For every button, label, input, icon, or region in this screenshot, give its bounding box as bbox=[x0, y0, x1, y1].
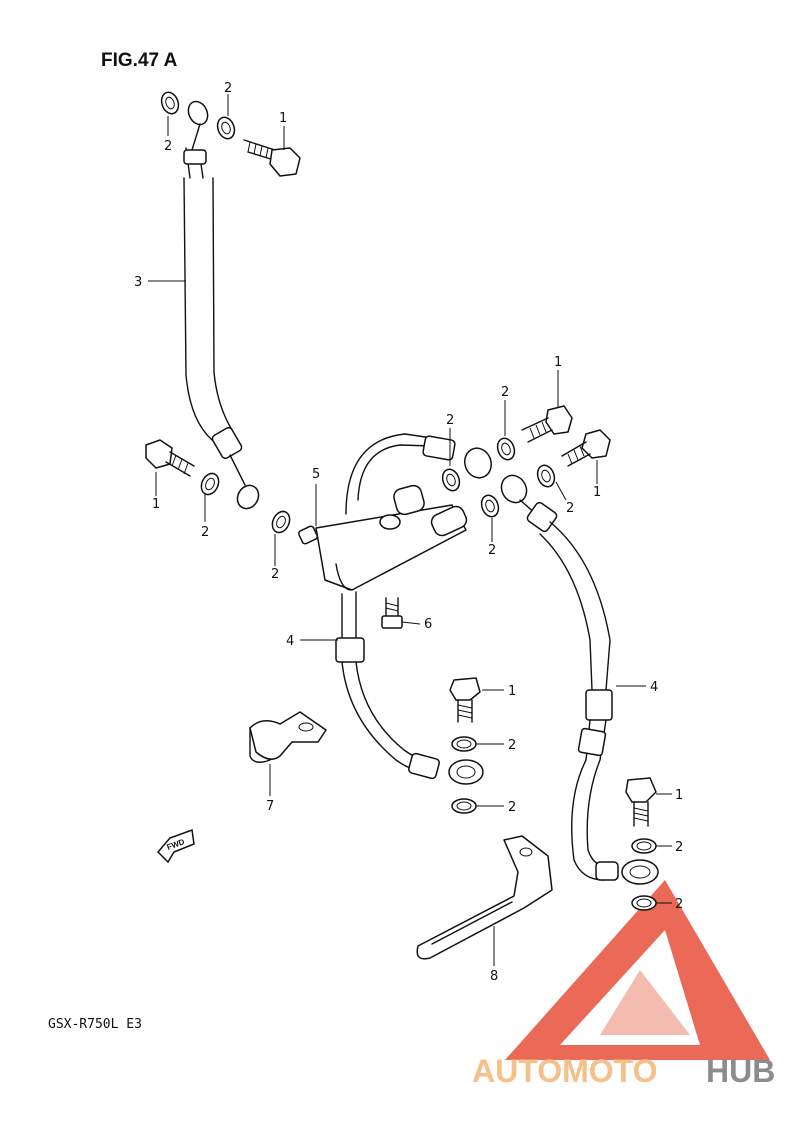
brake-hose-3 bbox=[183, 100, 260, 510]
bolt-6 bbox=[381, 597, 403, 629]
watermark-text-right: HUB bbox=[706, 1053, 775, 1089]
banjo-bolt-1-top bbox=[243, 139, 301, 177]
callout-1-upper: 1 bbox=[554, 355, 562, 370]
callout-2-bottom-b: 2 bbox=[675, 897, 683, 912]
callout-5: 5 bbox=[312, 467, 320, 482]
model-code: GSX-R750L E3 bbox=[48, 1017, 142, 1032]
banjo-bolt-1-bottom bbox=[625, 777, 657, 827]
watermark-logo bbox=[505, 880, 770, 1060]
callout-2-top-left: 2 bbox=[164, 139, 172, 154]
washers-2 bbox=[160, 91, 657, 911]
watermark-text-left: AUTOMOTO bbox=[472, 1053, 657, 1089]
brake-hose-4-left bbox=[335, 591, 484, 785]
callout-8: 8 bbox=[490, 969, 498, 984]
brake-hose-4-right bbox=[500, 474, 659, 885]
callout-2-lower-b: 2 bbox=[508, 800, 516, 815]
banjo-bolt-1-left bbox=[145, 439, 195, 477]
callout-2-top-right: 2 bbox=[224, 81, 232, 96]
callout-1-right: 1 bbox=[593, 485, 601, 500]
banjo-bolt-1-right bbox=[561, 429, 611, 467]
banjo-bolt-1-upper bbox=[521, 405, 573, 443]
callout-1-left: 1 bbox=[152, 497, 160, 512]
callout-4-right: 4 bbox=[650, 680, 658, 695]
hose-guide-8 bbox=[416, 835, 553, 960]
callout-2-left-a: 2 bbox=[201, 525, 209, 540]
brake-hose-joint-5 bbox=[298, 433, 492, 591]
callout-2-left-b: 2 bbox=[271, 567, 279, 582]
leader-lines bbox=[148, 94, 672, 966]
figure-title: FIG.47 A bbox=[101, 50, 178, 71]
callout-2-right-b: 2 bbox=[488, 543, 496, 558]
callout-1-lower: 1 bbox=[508, 684, 516, 699]
callout-6: 6 bbox=[424, 617, 432, 632]
clamp-7 bbox=[249, 711, 327, 763]
callout-7: 7 bbox=[266, 799, 274, 814]
callout-2-upper: 2 bbox=[501, 385, 509, 400]
callout-3: 3 bbox=[134, 275, 142, 290]
callout-2-bottom-a: 2 bbox=[675, 840, 683, 855]
callout-2-right-a: 2 bbox=[566, 501, 574, 516]
callout-1-top: 1 bbox=[279, 111, 287, 126]
callout-2-lower-a: 2 bbox=[508, 738, 516, 753]
callout-4-left: 4 bbox=[286, 634, 294, 649]
banjo-bolt-1-lower bbox=[449, 677, 481, 723]
callout-1-bottom: 1 bbox=[675, 788, 683, 803]
fwd-arrow-icon bbox=[156, 828, 195, 864]
callout-2-mid: 2 bbox=[446, 413, 454, 428]
